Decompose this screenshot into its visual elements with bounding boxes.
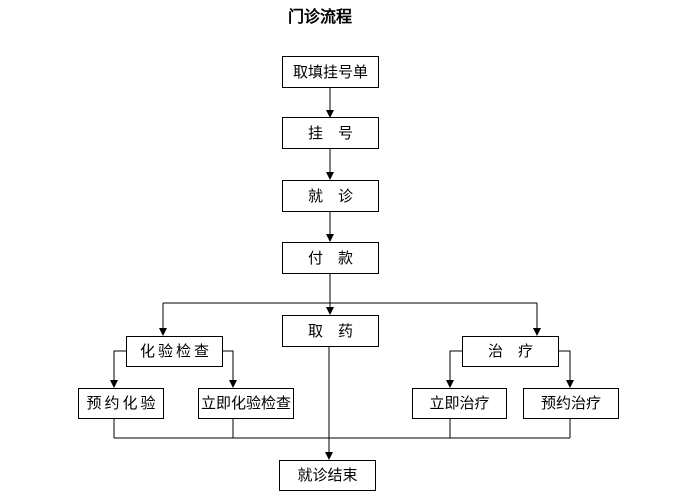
edge-form-to-register xyxy=(326,87,334,118)
edge-see-doctor-to-pay xyxy=(326,211,334,242)
node-treatment: 治 疗 xyxy=(462,336,559,367)
edge-lab-test-to-immediate-lab xyxy=(222,350,237,388)
page-title: 门诊流程 xyxy=(288,9,353,26)
edge-lab-test-to-scheduled-lab xyxy=(110,350,126,388)
edge-branch-to-lab-test xyxy=(159,303,167,336)
node-get-medicine: 取 药 xyxy=(282,315,379,347)
node-immediate-treatment: 立即治疗 xyxy=(412,388,507,419)
node-scheduled-lab: 预约化验 xyxy=(78,388,164,419)
node-see-doctor: 就 诊 xyxy=(282,180,379,212)
node-lab-test: 化验检查 xyxy=(126,336,223,367)
collector-drops xyxy=(113,419,571,439)
node-get-registration-form: 取填挂号单 xyxy=(282,56,379,88)
edge-get-medicine-to-visit-end xyxy=(325,347,333,460)
edge-branch-to-treatment xyxy=(533,303,541,336)
edge-branch-to-get-medicine xyxy=(326,303,334,315)
node-pay: 付 款 xyxy=(282,242,379,274)
edge-pay-branch-trunk xyxy=(163,273,537,304)
node-register: 挂 号 xyxy=(282,117,379,149)
node-immediate-lab: 立即化验检查 xyxy=(198,388,294,419)
node-visit-end: 就诊结束 xyxy=(279,460,376,491)
edge-treatment-to-immediate-treatment xyxy=(446,350,462,388)
edge-treatment-to-scheduled-treatment xyxy=(558,350,574,388)
node-scheduled-treatment: 预约治疗 xyxy=(523,388,619,419)
edge-register-to-see-doctor xyxy=(326,149,334,180)
